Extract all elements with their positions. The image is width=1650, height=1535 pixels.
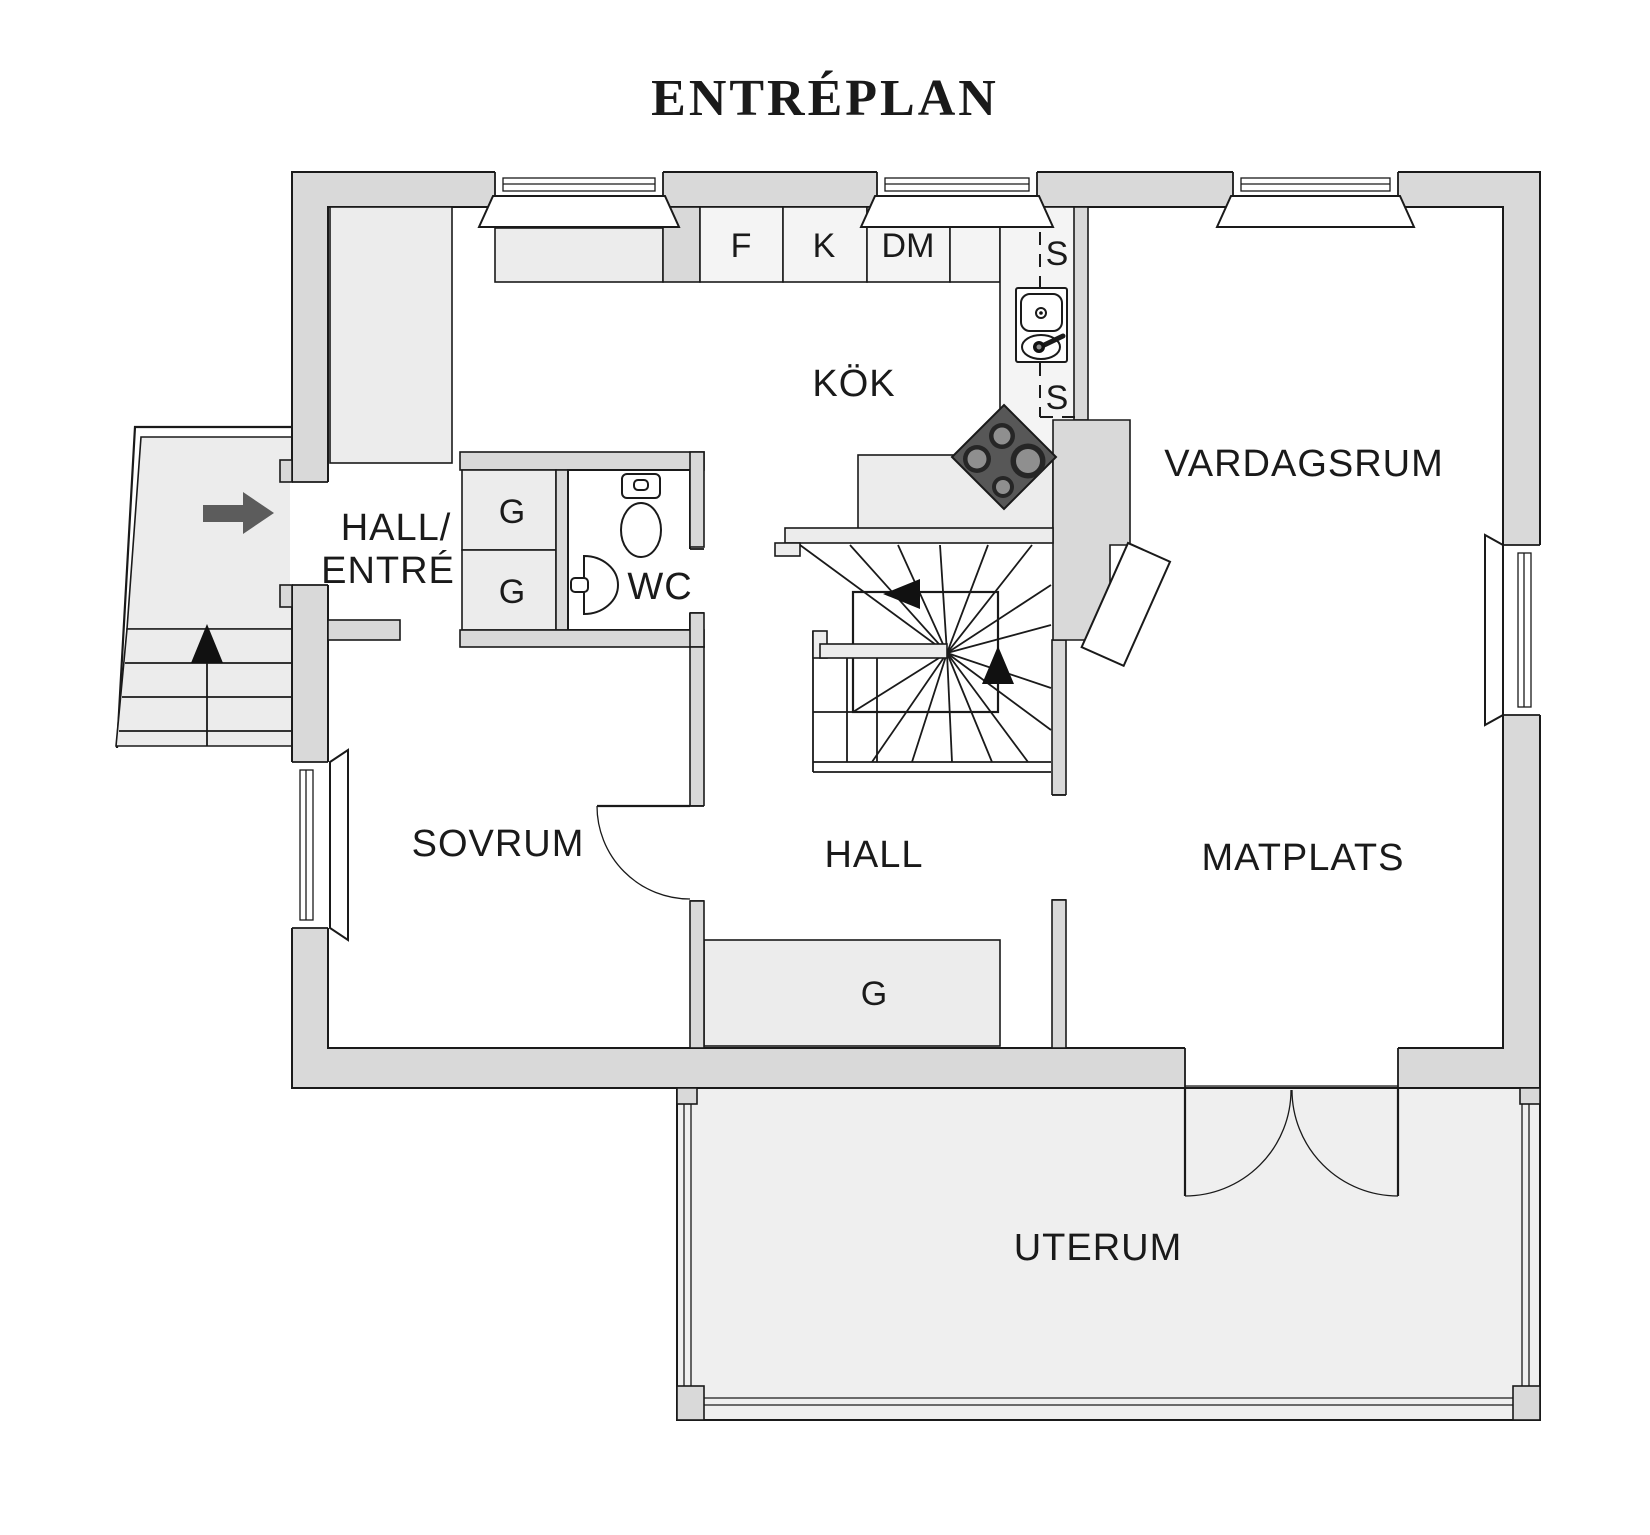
room-label-uterum: UTERUM <box>1014 1227 1183 1269</box>
wc-wall-east-lower <box>689 612 705 648</box>
room-label-hall-entre-1: HALL/ <box>341 507 452 549</box>
fixture-label-g-lower: G <box>499 573 525 611</box>
stove-icon <box>950 403 1058 511</box>
stair-wall-tab <box>774 542 801 557</box>
bedroom-door-arc <box>596 805 691 900</box>
window-sill <box>329 748 349 942</box>
fixture-label-g-hall: G <box>861 975 887 1013</box>
wc-wall-bottom <box>459 629 705 648</box>
window-top-3 <box>1215 170 1416 228</box>
wc-wall-divider <box>555 469 569 631</box>
uterum-glass-walls <box>683 1098 1530 1406</box>
wardrobe-cell-top <box>461 469 557 551</box>
entry-porch <box>115 425 293 749</box>
cabinet-fridge <box>699 206 784 283</box>
wc-wall-top <box>459 451 705 471</box>
porch-outer-edge <box>115 425 292 749</box>
room-label-hall-entre-2: ENTRÉ <box>321 549 455 592</box>
plan-title: ENTRÉPLAN <box>651 69 999 127</box>
stair-direction-up-arrow-icon <box>982 646 1014 684</box>
room-label-wc: WC <box>627 566 692 608</box>
bedroom-wall <box>596 646 706 1049</box>
fixture-label-g-upper: G <box>499 493 525 531</box>
washbasin-icon <box>570 554 619 616</box>
kitchen-wall-chunk <box>1052 419 1131 641</box>
stair-wall-top <box>784 527 1054 544</box>
fixture-label-k: K <box>813 227 836 265</box>
door-arc-right <box>1291 1089 1399 1197</box>
entry-arrow-icon <box>203 492 274 534</box>
wc-door-opening <box>688 549 706 613</box>
sink-icon <box>1015 287 1068 363</box>
wc-wall-east-upper <box>689 451 705 548</box>
uterum-top-tab <box>676 1087 698 1105</box>
hall-stub-wall <box>327 619 401 641</box>
uterum-top-tab <box>1519 1087 1541 1105</box>
fixture-label-f: F <box>731 227 752 265</box>
porch-landing <box>126 436 293 630</box>
window-left-sovrum <box>290 748 349 942</box>
window-sill <box>859 195 1055 228</box>
stair-handrail <box>819 643 948 659</box>
hall-matplats-wall <box>1050 639 1068 1049</box>
window-sill <box>1484 533 1504 727</box>
winder-staircase <box>774 527 1054 773</box>
kitchen-vardagsrum-wall <box>1073 206 1089 421</box>
uterum-floor <box>676 1087 1541 1421</box>
uterum-room <box>676 1087 1541 1421</box>
fixture-label-dm: DM <box>882 227 935 265</box>
fixture-label-s-upper: S <box>1046 235 1069 273</box>
stair-direction-left-arrow-icon <box>883 579 920 609</box>
room-label-sovrum: SOVRUM <box>412 823 585 865</box>
window-right-vardagsrum <box>1484 533 1542 727</box>
wc-block <box>459 451 706 648</box>
hall-wardrobe-closet <box>329 206 453 464</box>
room-label-kok: KÖK <box>812 363 895 405</box>
window-sill <box>477 195 681 228</box>
uterum-corner-post <box>676 1385 705 1421</box>
cabinet-freezer <box>782 206 868 283</box>
kitchen-counter-window <box>494 227 664 283</box>
double-door-to-uterum <box>1183 1046 1400 1197</box>
room-label-hall: HALL <box>824 834 923 876</box>
entry-door-opening <box>279 459 330 608</box>
open-door-leaf <box>1080 541 1172 668</box>
window-sill <box>1215 195 1416 228</box>
room-label-vardagsrum: VARDAGSRUM <box>1164 443 1444 485</box>
stair-fan-treads <box>799 544 1052 763</box>
hall-closet <box>703 939 1001 1047</box>
stairs-up-arrow-icon <box>191 624 223 663</box>
toilet-icon <box>620 473 662 558</box>
room-label-matplats: MATPLATS <box>1202 837 1405 879</box>
window-top-2 <box>859 170 1055 228</box>
window-top-1 <box>477 170 681 228</box>
uterum-corner-post <box>1512 1385 1541 1421</box>
door-arc-left <box>1184 1089 1292 1197</box>
fixture-label-s-lower: S <box>1046 379 1069 417</box>
